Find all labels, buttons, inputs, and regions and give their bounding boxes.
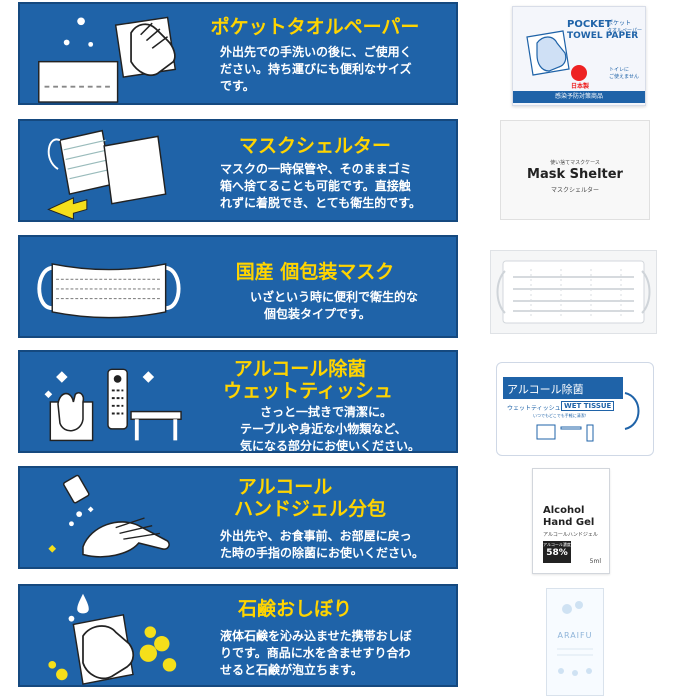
feature-panel-soap-towel: 石鹸おしぼり 液体石鹸を沁み込ませた携帯おしぼ りです。商品に水を含ませすり合わ… [18, 584, 458, 687]
product-label: 58% [546, 548, 568, 558]
desc-line: です。 [220, 79, 255, 93]
hand-wiping-tissue-icon [526, 30, 587, 81]
product-label: アルコールハンドジェル [543, 532, 598, 538]
product-label: トイレに [609, 67, 630, 73]
desc-line: 気になる部分にお使いください。 [240, 439, 421, 453]
product-label: ご使えません [609, 74, 639, 80]
feature-panel-pocket-towel: ポケットタオルペーパー 外出先での手洗いの後に、ご使用く ださい。持ち運びにも便… [18, 2, 458, 105]
gel-sachet-hands-icon [48, 474, 170, 558]
title-line: ポケットタオルペーパー [210, 16, 420, 38]
product-label: TOWEL PAPER [567, 31, 639, 41]
mask-into-envelope-icon [47, 129, 167, 220]
product-label: ポケット [607, 20, 632, 27]
product-label: ウェットティッシュ [507, 405, 561, 412]
desc-line: れずに着脱でき、とても衛生的です。 [220, 196, 422, 210]
desc-line: 外出先での手洗いの後に、ご使用く [220, 45, 412, 59]
feature-description: いざという時に便利で衛生的な 個包装タイプです。 [250, 289, 450, 323]
desc-line: マスクの一時保管や、そのままゴミ [220, 162, 412, 176]
desc-line: 個包装タイプです。 [264, 307, 371, 321]
feature-title: マスクシェルター [180, 135, 450, 157]
desc-line: テーブルや身近な小物類など、 [240, 422, 407, 436]
feature-description: マスクの一時保管や、そのままゴミ 箱へ捨てることも可能です。直接触 れずに着脱で… [220, 161, 450, 212]
hand-wiping-tissue-icon [38, 16, 177, 103]
desc-line: いざという時に便利で衛生的な [250, 290, 419, 304]
product-photo-wet-tissue: アルコール除菌 ウェットティッシュ WET TISSUE いつでもどこでも手軽に… [496, 362, 654, 456]
product-label: Alcohol [543, 505, 585, 516]
product-label: 5ml [589, 558, 601, 565]
feature-title: ポケットタオルペーパー [180, 16, 450, 38]
feature-panel-individual-mask: 国産 個包装マスク いざという時に便利で衛生的な 個包装タイプです。 [18, 235, 458, 338]
title-line: アルコール [237, 476, 333, 498]
feature-description: 外出先での手洗いの後に、ご使用く ださい。持ち運びにも便利なサイズ です。 [220, 44, 450, 95]
title-line: 国産 個包装マスク [235, 261, 395, 283]
product-label: マスクシェルター [550, 187, 599, 194]
feature-title: アルコール ハンドジェル分包 [180, 476, 450, 520]
hands-wet-towel-icon [557, 601, 593, 676]
desc-line: りです。商品に水を含ませすり合わ [220, 646, 411, 660]
feature-title: 石鹸おしぼり [180, 598, 450, 620]
title-line: 石鹸おしぼり [237, 598, 352, 620]
title-line: ハンドジェル分包 [233, 498, 386, 520]
desc-line: せると石鹸が泡立ちます。 [220, 663, 363, 677]
product-label: いつでもどこでも手軽に清潔！ [533, 413, 589, 418]
wipe-table-remote-icon [536, 392, 640, 442]
feature-panel-wet-tissue: アルコール除菌 ウェットティッシュ さっと一拭きで清潔に。 テーブルや身近な小物… [18, 350, 458, 453]
desc-line: 箱へ捨てることも可能です。直接触 [220, 179, 411, 193]
title-line: マスクシェルター [238, 135, 391, 157]
product-label: 使い捨てマスクケース [550, 160, 600, 166]
title-line: アルコール除菌 [233, 358, 367, 380]
desc-line: 外出先や、お食事前、お部屋に戻っ [220, 529, 412, 543]
feature-description: 外出先や、お食事前、お部屋に戻っ た時の手指の除菌にお使いください。 [220, 528, 450, 562]
product-label: 感染予防対策商品 [554, 93, 603, 100]
feature-panel-mask-shelter: マスクシェルター マスクの一時保管や、そのままゴミ 箱へ捨てることも可能です。直… [18, 119, 458, 222]
product-label: Hand Gel [543, 517, 595, 528]
wipe-table-remote-icon [44, 368, 182, 442]
product-photo-hand-gel: Alcohol Hand Gel アルコールハンドジェル アルコール濃度 58%… [532, 468, 610, 574]
desc-line: た時の手指の除菌にお使いください。 [220, 546, 425, 560]
product-label: タオルペーパー [607, 28, 642, 34]
product-label: ARAIFU [557, 631, 593, 640]
desc-line: さっと一拭きで清潔に。 [260, 405, 393, 419]
product-label: WET TISSUE [564, 402, 612, 410]
product-photo-individual-mask [490, 250, 657, 334]
feature-title: アルコール除菌 ウェットティッシュ [180, 358, 450, 402]
product-label: 日本製 [571, 83, 590, 90]
face-mask-icon [37, 263, 181, 319]
hands-wet-towel-icon [48, 593, 177, 685]
product-photo-pocket-towel: POCKET ポケット TOWEL PAPER タオルペーパー 日本製 トイレに… [512, 6, 646, 106]
product-label: POCKET [567, 19, 612, 30]
product-photo-mask-shelter: 使い捨てマスクケース Mask Shelter マスクシェルター [500, 120, 650, 220]
desc-line: 液体石鹸を沁み込ませた携帯おしぼ [220, 629, 412, 643]
product-label: Mask Shelter [527, 167, 623, 182]
feature-panel-hand-gel: アルコール ハンドジェル分包 外出先や、お食事前、お部屋に戻っ た時の手指の除菌… [18, 466, 458, 569]
title-line: ウェットティッシュ [223, 380, 393, 402]
product-label: アルコール除菌 [507, 383, 584, 396]
product-label: アルコール濃度 [543, 542, 571, 547]
product-photo-soap-towel: ARAIFU [546, 588, 604, 696]
face-mask-icon [496, 260, 651, 324]
desc-line: ださい。持ち運びにも便利なサイズ [220, 62, 412, 76]
feature-title: 国産 個包装マスク [180, 261, 450, 283]
feature-description: さっと一拭きで清潔に。 テーブルや身近な小物類など、 気になる部分にお使いくださ… [240, 404, 450, 453]
feature-description: 液体石鹸を沁み込ませた携帯おしぼ りです。商品に水を含ませすり合わ せると石鹸が… [220, 628, 450, 679]
